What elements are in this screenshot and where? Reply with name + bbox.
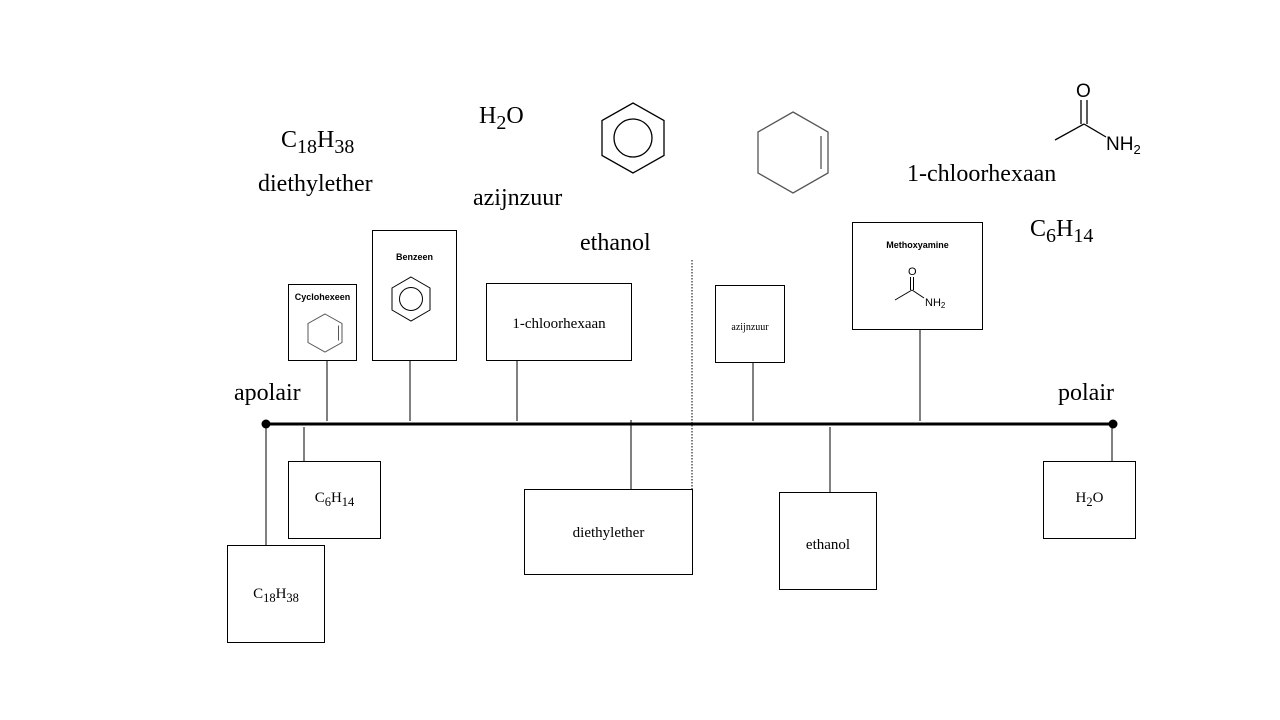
free-label-diethylether[interactable]: diethylether	[258, 171, 373, 197]
benzeen-box[interactable]: Benzeen	[372, 230, 457, 361]
diethylether-box[interactable]: diethylether	[524, 489, 693, 575]
axis-label-apolair: apolair	[234, 380, 301, 406]
formula-subscript: 38	[286, 591, 299, 605]
azijnzuur-label: azijnzuur	[731, 322, 769, 333]
formula-element: H	[1056, 216, 1074, 242]
c6h14-box[interactable]: C6H14	[288, 461, 381, 539]
c18h38-box[interactable]: C18H38	[227, 545, 325, 643]
formula-element: O	[1092, 490, 1104, 506]
formula-element: C	[1030, 216, 1047, 242]
cyclohexeen-title: Cyclohexeen	[294, 292, 351, 302]
benzene-structure-icon[interactable]	[598, 100, 670, 176]
formula-subscript: 38	[334, 135, 355, 158]
formula-subscript: 18	[263, 591, 276, 605]
c18h38-label: C18H38	[228, 587, 324, 605]
free-label-azijnzuur[interactable]: azijnzuur	[473, 185, 563, 211]
formula-element: C	[253, 586, 264, 602]
benzeen-title: Benzeen	[395, 252, 433, 262]
axis-right-endpoint	[1108, 419, 1118, 429]
ethanol-box[interactable]: ethanol	[779, 492, 877, 590]
formula-subscript: 2	[496, 111, 507, 134]
formula-subscript: 18	[297, 135, 318, 158]
oxygen-atom-label: O	[908, 266, 917, 278]
formula-element: H	[1075, 490, 1087, 506]
free-label-ethanol[interactable]: ethanol	[580, 230, 651, 256]
acetamide-structure-icon: O NH2	[894, 266, 946, 310]
1-chloorhexaan-label: 1-chloorhexaan	[512, 316, 606, 332]
methoxyamine-title: Methoxyamine	[886, 240, 949, 250]
formula-element: H	[330, 490, 342, 506]
free-label-c6h14[interactable]: C6H14	[1030, 217, 1093, 246]
formula-element: H	[275, 586, 287, 602]
formula-element: H	[479, 103, 497, 129]
free-label-c18h38[interactable]: C18H38	[281, 128, 354, 157]
formula-element: H	[317, 127, 335, 153]
formula-element: C	[281, 127, 298, 153]
formula-subscript: 14	[1073, 224, 1094, 247]
amine-atom-label: NH2	[925, 297, 946, 310]
cyclohexene-structure-icon	[307, 313, 343, 353]
amine-atom-label: NH2	[1106, 134, 1141, 157]
axis-left-endpoint	[261, 419, 271, 429]
formula-subscript: 6	[324, 495, 331, 509]
formula-element: O	[506, 103, 524, 129]
oxygen-atom-label: O	[1076, 81, 1091, 102]
h2o-label: H2O	[1044, 491, 1135, 509]
methoxyamine-box[interactable]: Methoxyamine O NH2	[852, 222, 983, 330]
cyclohexeen-box[interactable]: Cyclohexeen	[288, 284, 357, 361]
acetamide-structure-icon[interactable]: O NH2	[1050, 78, 1150, 158]
diethylether-label: diethylether	[572, 525, 645, 541]
benzene-structure-icon	[391, 276, 431, 322]
h2o-box[interactable]: H2O	[1043, 461, 1136, 539]
axis-label-polair: polair	[1058, 380, 1114, 406]
c6h14-label: C6H14	[289, 491, 380, 509]
formula-subscript: 6	[1046, 224, 1057, 247]
ethanol-label: ethanol	[805, 537, 851, 553]
azijnzuur-box[interactable]: azijnzuur	[715, 285, 785, 363]
formula-subscript: 14	[341, 495, 355, 509]
free-label-1-chloorhexaan[interactable]: 1-chloorhexaan	[907, 161, 1057, 187]
formula-subscript: 2	[1086, 495, 1093, 509]
1-chloorhexaan-box[interactable]: 1-chloorhexaan	[486, 283, 632, 361]
cyclohexene-structure-icon[interactable]	[754, 108, 834, 198]
free-label-h2o[interactable]: H2O	[479, 104, 524, 133]
formula-element: C	[314, 490, 325, 506]
